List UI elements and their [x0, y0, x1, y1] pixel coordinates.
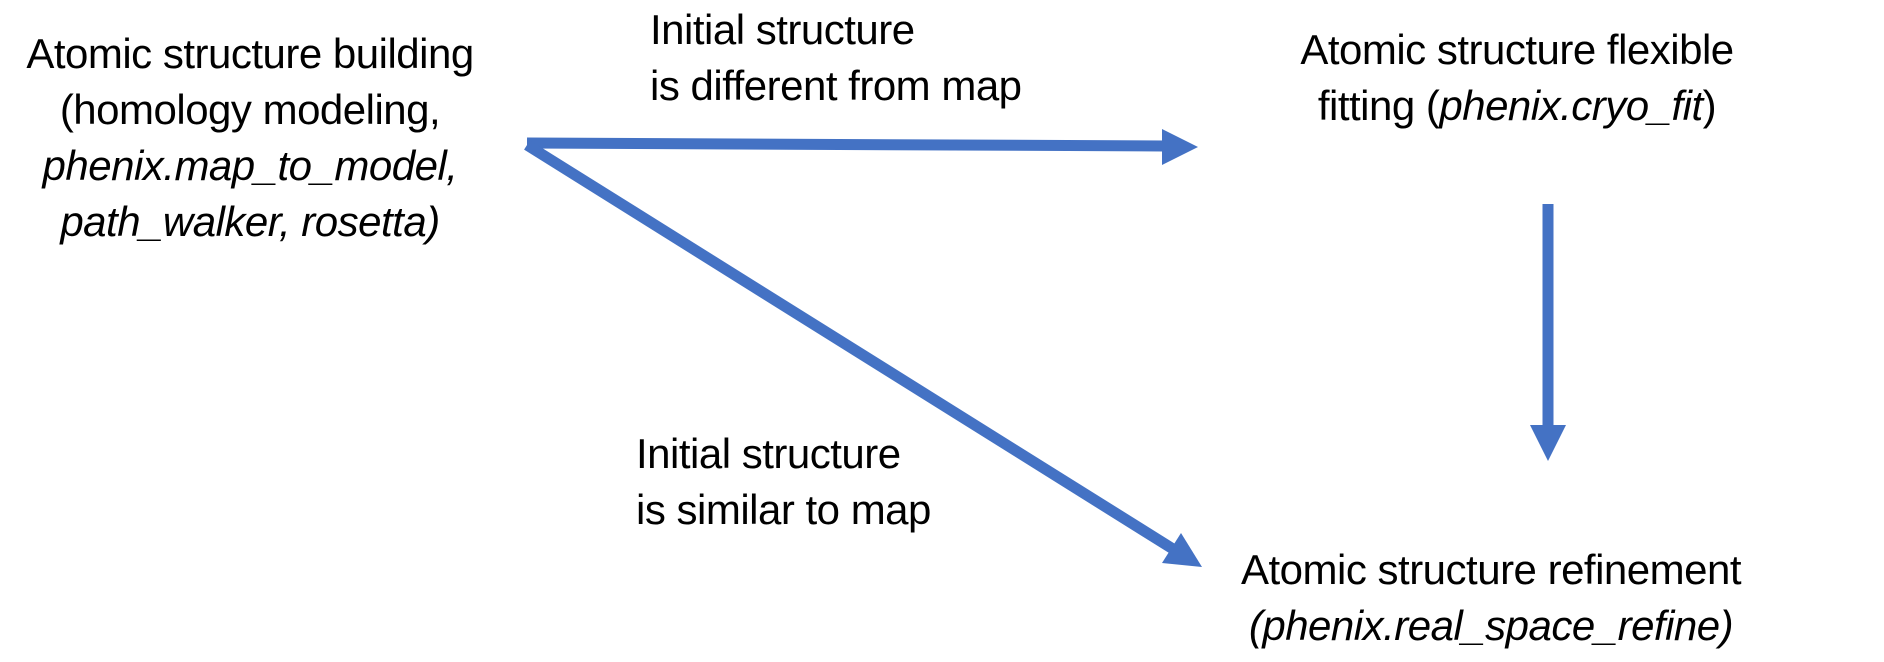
node-flexible-fitting-line1: Atomic structure flexible — [1300, 26, 1734, 73]
arrow-fitting-to-refinement — [1530, 204, 1566, 461]
node-structure-building-line2: (homology modeling, — [59, 86, 441, 133]
node-structure-refinement: Atomic structure refinement (phenix.real… — [1241, 542, 1742, 654]
arrow-building-to-fitting — [526, 129, 1198, 165]
arrow-building-to-refinement — [524, 140, 1202, 567]
node-flexible-fitting-line2-suffix: ) — [1702, 82, 1717, 129]
arrow-right-shaft — [526, 137, 1165, 152]
edge-label-similar-line1: Initial structure — [636, 430, 901, 477]
edge-label-similar-line2: is similar to map — [636, 486, 931, 533]
node-flexible-fitting: Atomic structure flexible fitting (pheni… — [1267, 22, 1767, 134]
arrow-diagonal-head-icon — [1162, 533, 1202, 567]
node-structure-building-program2: path_walker, rosetta) — [60, 198, 440, 245]
arrow-down-head-icon — [1530, 425, 1566, 461]
node-structure-building-line1: Atomic structure building — [26, 30, 474, 77]
node-flexible-fitting-line2: fitting (phenix.cryo_fit) — [1267, 78, 1767, 134]
arrow-diagonal-shaft — [524, 140, 1176, 554]
edge-label-similar-to-map: Initial structure is similar to map — [636, 426, 931, 538]
edge-label-different-line1: Initial structure — [650, 6, 915, 53]
node-flexible-fitting-program: phenix.cryo_fit — [1439, 82, 1703, 129]
edge-label-different-line2: is different from map — [650, 62, 1022, 109]
edge-label-different-from-map: Initial structure is different from map — [650, 2, 1022, 114]
node-flexible-fitting-line2-prefix: fitting ( — [1317, 82, 1440, 129]
node-structure-refinement-line1: Atomic structure refinement — [1241, 546, 1742, 593]
node-structure-building-program1: phenix.map_to_model, — [42, 142, 458, 189]
node-structure-refinement-program: (phenix.real_space_refine) — [1248, 602, 1734, 649]
node-structure-building: Atomic structure building (homology mode… — [0, 26, 500, 250]
arrow-right-head-icon — [1162, 129, 1198, 165]
